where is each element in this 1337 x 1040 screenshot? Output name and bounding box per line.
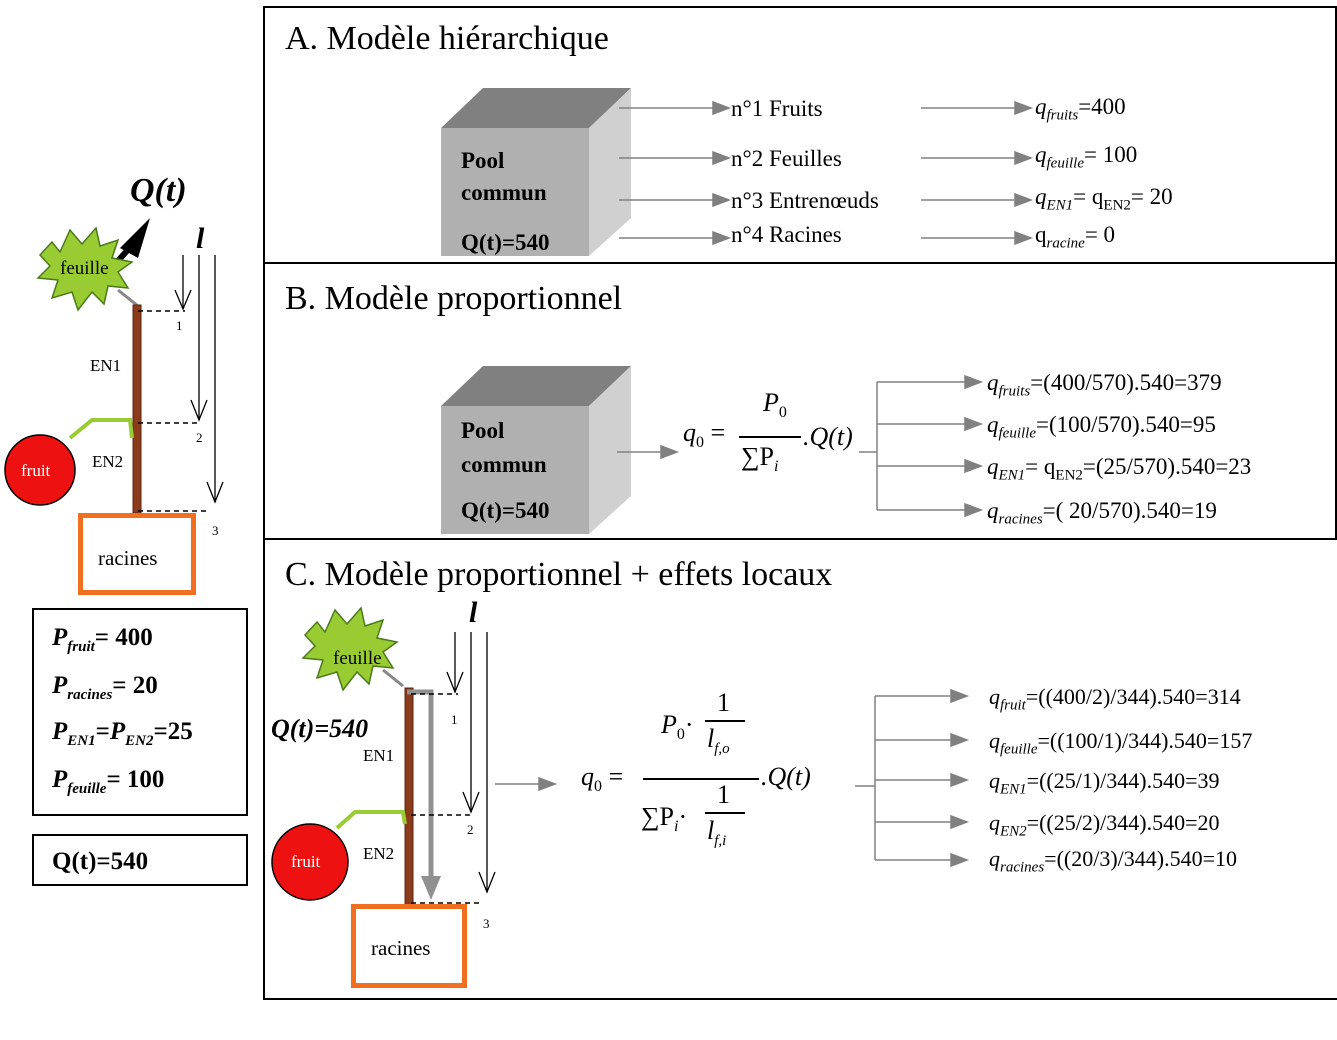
rank-2: n°2 Feuilles: [731, 146, 842, 171]
result-c-racines: qracines=((20/3)/344).540=10: [989, 846, 1238, 876]
result-b-fruits: qfruits=(400/570).540=379: [987, 370, 1222, 400]
distance-arrowhead-1-c: [446, 671, 464, 694]
arrows-c: [495, 688, 970, 868]
l-label-left: l: [196, 222, 205, 255]
level-2-c: 2: [467, 822, 474, 837]
en2-label-left: EN2: [92, 452, 124, 471]
formula-c-lhs: q0 =: [581, 762, 624, 796]
result-c-en1: qEN1=((25/1)/344).540=39: [989, 768, 1220, 798]
result-b-feuille: qfeuille=(100/570).540=95: [987, 412, 1216, 442]
result-c-fruit: qfruit=((400/2)/344).540=314: [989, 684, 1241, 714]
qt-label-c: Q(t)=540: [271, 714, 369, 743]
result-a-racine: qracine= 0: [1035, 222, 1116, 252]
formula-c-num-l: lf,o: [707, 724, 730, 758]
distance-arrowhead-3: [206, 481, 224, 504]
leaf-label-left: feuille: [60, 258, 109, 279]
roots-box-left: [78, 513, 196, 595]
result-c-en2: qEN2=((25/2)/344).540=20: [989, 810, 1220, 840]
rank-4: n°4 Racines: [731, 222, 842, 247]
result-c-feuille: qfeuille=((100/1)/344).540=157: [989, 728, 1253, 758]
result-b-racines: qracines=( 20/570).540=19: [987, 498, 1217, 528]
formula-c-den-sum: ∑Pi·: [641, 802, 688, 836]
pool-a-line2: commun: [461, 180, 547, 205]
gray-flow-arrowhead: [421, 876, 441, 900]
l-label-c: l: [469, 596, 478, 629]
level-1-c: 1: [451, 712, 458, 727]
plant-diagram-left: [4, 218, 224, 514]
en2-label-c: EN2: [363, 844, 395, 863]
arrows-a: [619, 100, 1034, 246]
leaf-shape-c: [301, 606, 399, 692]
result-a-fruits: qfruits=400: [1035, 94, 1126, 124]
fruit-branch: [68, 418, 134, 440]
roots-label-left: racines: [98, 546, 158, 570]
fruit-branch-c: [335, 810, 407, 830]
stem-c: [404, 687, 414, 909]
pool-cube-a: [441, 88, 631, 256]
param-feuille: Pfeuille= 100: [52, 766, 165, 797]
level-3-left: 3: [212, 523, 219, 538]
qt-label-left: Q(t): [130, 172, 187, 209]
plant-diagram-c: [271, 606, 496, 909]
qt-box: Q(t)=540: [32, 834, 248, 886]
panel-b-title: B. Modèle proportionnel: [285, 280, 623, 317]
fruit-circle-c: [271, 823, 349, 901]
level-1-left: 1: [176, 318, 183, 333]
distance-arrowhead-3-c: [478, 871, 496, 894]
formula-b-num: P0: [763, 388, 787, 422]
leaf-label-c: feuille: [333, 648, 382, 669]
parameter-box: Pfruit= 400 Pracines= 20 PEN1=PEN2=25 Pf…: [32, 608, 248, 816]
roots-label-c: racines: [371, 936, 431, 960]
panel-a-title: A. Modèle hiérarchique: [285, 20, 609, 57]
panel-b: B. Modèle proportionnel Pool commun Q(t)…: [263, 262, 1337, 540]
panel-c: C. Modèle proportionnel + effets locaux …: [263, 538, 1337, 1000]
en1-label-left: EN1: [90, 356, 122, 375]
formula-c-num-one: 1: [717, 688, 730, 717]
result-a-en: qEN1= qEN2= 20: [1035, 184, 1173, 214]
formula-b-den: ∑Pi: [741, 442, 779, 476]
result-a-feuille: qfeuille= 100: [1035, 142, 1138, 172]
pool-a-qt: Q(t)=540: [461, 230, 550, 255]
formula-b-bar: [739, 436, 801, 438]
pool-a-line1: Pool: [461, 148, 505, 173]
fruit-label-c: fruit: [291, 852, 321, 871]
distance-arrowhead-2: [190, 399, 208, 422]
formula-b-tail: .Q(t): [803, 422, 853, 451]
petiole: [117, 288, 139, 308]
stem: [132, 304, 142, 514]
level-3-c: 3: [483, 916, 490, 931]
param-fruit: Pfruit= 400: [52, 624, 153, 655]
level-2-left: 2: [196, 430, 203, 445]
formula-c-mainbar: [643, 778, 759, 780]
pool-b-line2: commun: [461, 452, 547, 477]
formula-c-den-one: 1: [717, 780, 730, 809]
formula-c-num-p: P0·: [661, 710, 694, 744]
pool-b-line1: Pool: [461, 418, 505, 443]
arrows-b: [617, 374, 984, 518]
pool-b-qt: Q(t)=540: [461, 498, 550, 523]
roots-box-c: [351, 904, 467, 988]
fruit-circle: [4, 434, 76, 506]
panel-c-title: C. Modèle proportionnel + effets locaux: [285, 556, 833, 593]
petiole-c: [382, 668, 404, 688]
formula-c-den-smallbar: [705, 812, 745, 814]
distance-arrowhead-1: [174, 289, 192, 311]
distance-arrowhead-2-c: [462, 791, 480, 814]
formula-c-tail: .Q(t): [761, 762, 811, 791]
formula-c-num-smallbar: [705, 720, 745, 722]
param-en: PEN1=PEN2=25: [52, 718, 193, 749]
formula-c-den-l: lf,i: [707, 816, 727, 850]
formula-b: q0 =: [683, 418, 726, 452]
pool-cube-b: [441, 366, 631, 534]
panel-a: A. Modèle hiérarchique Pool commun Q(t)=…: [263, 6, 1337, 264]
rank-1: n°1 Fruits: [731, 96, 823, 121]
en1-label-c: EN1: [363, 746, 395, 765]
param-racines: Pracines= 20: [52, 672, 158, 703]
qt-box-text: Q(t)=540: [52, 848, 149, 875]
result-b-en: qEN1= qEN2=(25/570).540=23: [987, 454, 1252, 484]
rank-3: n°3 Entrenœuds: [731, 188, 879, 213]
gray-flow-arrow: [407, 689, 434, 878]
leaf-shape: [36, 226, 134, 312]
fruit-label-left: fruit: [21, 461, 51, 480]
